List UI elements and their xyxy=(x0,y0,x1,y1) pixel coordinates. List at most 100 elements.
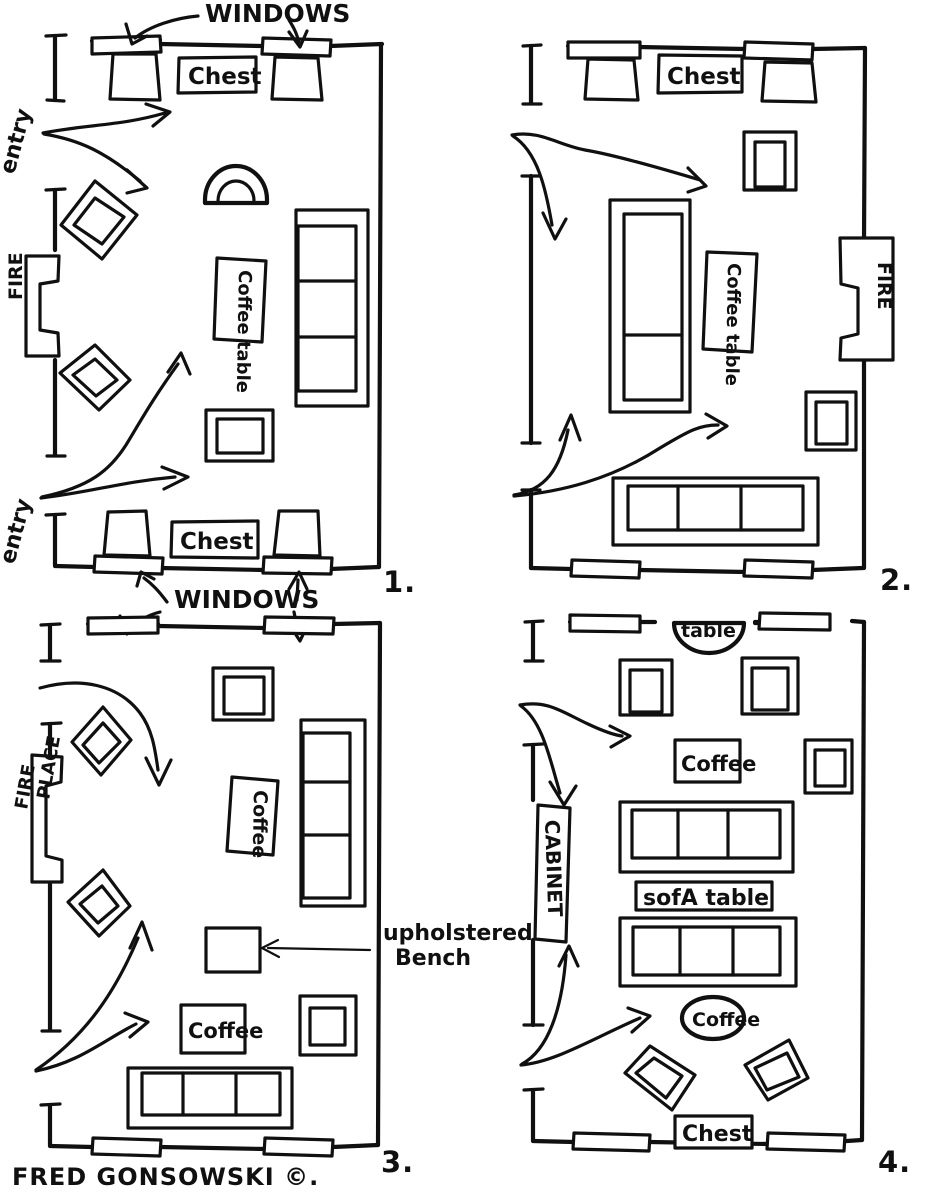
p4-round-coffee-table: Coffee xyxy=(679,994,760,1042)
p1-diamond-armchair-lower xyxy=(58,343,132,412)
p2-fireplace: FIRE xyxy=(838,236,895,362)
p4-window-top-right xyxy=(757,611,832,632)
p1-number: 1. xyxy=(383,565,416,599)
p3-diamond-armchair-upper xyxy=(70,705,133,777)
p1-windows-arrow-right xyxy=(287,18,309,49)
p3-windows-label: WINDOWS xyxy=(174,585,319,614)
p2-coffee-table-label: Coffee table xyxy=(721,263,744,386)
p2-walls xyxy=(520,42,868,575)
panel-2: Chest Coffee table FIRE xyxy=(510,40,913,597)
p4-coffee-label: Coffee xyxy=(681,752,756,776)
p3-sofa-bottom xyxy=(126,1066,294,1130)
p2-traffic-arrow-3 xyxy=(512,413,582,497)
p3-coffee-table-lower: Coffee xyxy=(179,1003,263,1055)
p3-armchair-top xyxy=(211,666,275,722)
p2-sofa-vertical xyxy=(608,198,692,414)
p4-coffee-table: Coffee xyxy=(673,738,756,784)
p2-armchair-upper xyxy=(742,130,798,192)
p3-diamond-armchair-lower xyxy=(66,868,132,938)
p4-demilune-table: table xyxy=(671,620,747,656)
artist-signature: FRED GONSOWSKI ©. xyxy=(12,1163,319,1191)
p3-traffic-arrow-1 xyxy=(38,681,173,787)
p4-armchair-top-right xyxy=(740,656,800,716)
p1-window-top-left xyxy=(90,34,163,56)
p4-window-bottom-right xyxy=(765,1131,847,1153)
p1-traffic-arrow-1 xyxy=(41,102,172,135)
p3-window-top-left xyxy=(86,615,160,636)
p1-fireplace: FIRE xyxy=(5,252,61,358)
p1-walls xyxy=(44,33,385,573)
p3-fireplace: FIRE PLACE xyxy=(11,734,65,884)
p1-traffic-arrow-2 xyxy=(42,132,149,195)
p2-window-bottom-left xyxy=(569,558,642,580)
p3-sofa-vertical xyxy=(299,718,367,908)
p4-window-top-left xyxy=(568,613,642,634)
panel-4: table Coffee sofA table Cof xyxy=(518,611,911,1179)
p4-diamond-armchair-left xyxy=(623,1044,697,1112)
p1-diamond-armchair-upper xyxy=(59,179,139,261)
p2-coffee-table: Coffee table xyxy=(701,250,759,386)
p2-traffic-arrow-4 xyxy=(512,412,729,498)
p4-chest: Chest xyxy=(673,1114,754,1150)
p1-traffic-arrow-4 xyxy=(39,465,190,500)
p3-window-top-right xyxy=(262,615,336,636)
p4-cabinet: CABINET xyxy=(533,803,572,944)
p4-armchair-top-left xyxy=(618,658,674,717)
p1-chair-bottom-right xyxy=(272,509,322,558)
p2-chair-top-right xyxy=(760,60,818,104)
p1-demilune-console-table xyxy=(202,163,270,206)
p1-chest-bottom-label: Chest xyxy=(180,529,254,555)
p3-traffic-arrow-2 xyxy=(34,920,154,1072)
p4-number: 4. xyxy=(878,1145,911,1179)
p1-traffic-arrow-3 xyxy=(40,351,192,499)
p3-coffee-upper-label: Coffee xyxy=(248,790,271,859)
p1-square-ottoman xyxy=(204,408,275,463)
p4-traffic-arrow-4 xyxy=(519,1006,652,1067)
p1-coffee-table-label: Coffee table xyxy=(232,270,255,393)
p2-window-top-left xyxy=(566,40,642,60)
p3-armchair-right-lower xyxy=(298,994,358,1057)
p1-window-bottom-left xyxy=(92,554,165,576)
p4-window-bottom-left xyxy=(571,1131,652,1153)
middle-windows-arrow-up-left xyxy=(135,570,169,604)
p1-chair-bottom-left xyxy=(102,509,152,558)
p2-armchair-lower xyxy=(804,390,858,452)
p1-chair-top-left xyxy=(108,52,162,102)
p2-window-bottom-right xyxy=(742,558,815,580)
p4-sofa-table-label: sofA table xyxy=(643,886,769,911)
p4-diamond-armchair-right xyxy=(743,1038,810,1102)
p1-windows-arrow-left xyxy=(124,14,200,46)
p4-cabinet-label: CABINET xyxy=(540,819,567,917)
p4-traffic-arrow-2 xyxy=(519,704,578,807)
p1-window-top-right xyxy=(260,36,333,58)
p4-traffic-arrow-3 xyxy=(520,944,580,1066)
p2-fire-label: FIRE xyxy=(873,262,895,310)
p2-sofa-bottom xyxy=(611,476,820,547)
p1-chest-top-label: Chest xyxy=(188,64,262,90)
p4-table-label: table xyxy=(681,620,736,642)
middle-windows-arrow-up-right xyxy=(287,570,309,602)
p2-chest-label: Chest xyxy=(667,64,741,90)
p4-chest-label: Chest xyxy=(682,1122,753,1147)
p2-chair-top-left xyxy=(583,57,640,102)
p1-entry-label-lower: entry xyxy=(0,496,37,567)
p3-number: 3. xyxy=(381,1145,414,1179)
p2-number: 2. xyxy=(880,563,913,597)
p3-window-bottom-left xyxy=(90,1136,163,1158)
p1-windows-label: WINDOWS xyxy=(205,0,350,28)
p3-upholstered-bench xyxy=(204,926,262,974)
p3-bench-annotation: upholstered Bench xyxy=(260,921,533,971)
p1-entry-label-upper: entry xyxy=(0,106,37,177)
p3-coffee-table-upper: Coffee xyxy=(225,775,280,859)
p4-sofa-upper xyxy=(618,800,795,874)
p1-sofa xyxy=(294,208,370,408)
p1-window-bottom-right xyxy=(261,555,334,576)
p3-coffee-lower-label: Coffee xyxy=(188,1019,263,1043)
p4-sofa-table: sofA table xyxy=(634,880,774,912)
p1-chair-top-right xyxy=(270,55,324,102)
panel-1: Chest Chest Coffee table xyxy=(0,0,416,599)
p1-coffee-table: Coffee table xyxy=(212,256,268,393)
p2-traffic-arrow-1 xyxy=(510,132,708,194)
